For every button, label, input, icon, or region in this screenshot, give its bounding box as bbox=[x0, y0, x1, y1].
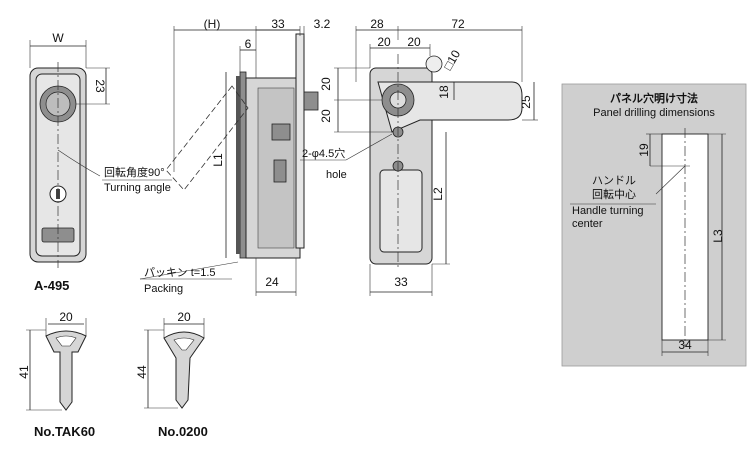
panel-center-en2: center bbox=[572, 218, 603, 230]
rear-18-dim: 18 bbox=[437, 85, 451, 99]
hole-label-en: hole bbox=[326, 169, 347, 181]
rear-25-dim: 25 bbox=[519, 95, 533, 109]
rear-view: 28 72 20 20 □10 20 20 18 25 L2 33 2-φ4.5… bbox=[300, 17, 538, 296]
key-tak60-caption: No.TAK60 bbox=[34, 424, 95, 439]
side-3-2-dim: 3.2 bbox=[314, 17, 331, 31]
panel-center-jp1: ハンドル bbox=[592, 175, 636, 187]
hole-label-jp: 2-φ4.5穴 bbox=[302, 146, 345, 160]
front-width-dim: W bbox=[52, 31, 64, 45]
side-packing bbox=[236, 76, 240, 254]
panel-center-en1: Handle turning bbox=[572, 205, 644, 217]
main-model-caption: A-495 bbox=[34, 278, 69, 293]
side-flange bbox=[295, 33, 305, 249]
key-0200-shape bbox=[163, 331, 205, 409]
panel-title-jp: パネル穴明け寸法 bbox=[610, 91, 698, 105]
panel-34-dim: 34 bbox=[678, 338, 692, 352]
key-tak60-length: 41 bbox=[17, 365, 31, 379]
key-0200-width: 20 bbox=[177, 310, 191, 324]
rear-20b-dim: 20 bbox=[407, 35, 421, 49]
key-0200-caption: No.0200 bbox=[158, 424, 208, 439]
panel-center-jp2: 回転中心 bbox=[592, 188, 636, 201]
rear-33-dim: 33 bbox=[394, 275, 408, 289]
rear-lever-arm bbox=[377, 81, 523, 133]
front-view: W 23 回転角度90° Turning angle A-495 bbox=[29, 31, 172, 293]
side-panel-plate bbox=[239, 71, 247, 259]
side-h-dim: (H) bbox=[204, 17, 221, 31]
key-0200: 20 44 No.0200 bbox=[135, 310, 208, 439]
rear-20d-dim: 20 bbox=[319, 109, 333, 123]
panel-drilling-box: パネル穴明け寸法 Panel drilling dimensions 19 L3… bbox=[561, 83, 747, 367]
rear-pocket bbox=[379, 169, 423, 253]
rear-28-dim: 28 bbox=[370, 17, 384, 31]
packing-label-jp: パッキン t=1.5 bbox=[144, 266, 216, 279]
side-screw bbox=[271, 123, 291, 141]
packing-label-en: Packing bbox=[144, 283, 183, 295]
key-tak60-width: 20 bbox=[59, 310, 73, 324]
rear-20c-dim: 20 bbox=[319, 77, 333, 91]
key-tak60: 20 41 No.TAK60 bbox=[17, 310, 95, 439]
side-handle-rotated bbox=[165, 85, 249, 191]
rear-l2-dim: L2 bbox=[431, 187, 445, 201]
rear-10-dim: □10 bbox=[441, 47, 464, 72]
side-nut bbox=[303, 91, 319, 111]
rotation-label-jp: 回転角度90° bbox=[104, 165, 165, 179]
front-23-dim: 23 bbox=[93, 79, 107, 93]
side-24-dim: 24 bbox=[265, 275, 279, 289]
panel-title-en: Panel drilling dimensions bbox=[593, 107, 715, 119]
rear-72-dim: 72 bbox=[451, 17, 465, 31]
side-l1-dim: L1 bbox=[211, 153, 225, 167]
side-33-dim: 33 bbox=[271, 17, 285, 31]
key-0200-length: 44 bbox=[135, 365, 149, 379]
panel-l3-dim: L3 bbox=[711, 229, 725, 243]
panel-box-bg bbox=[561, 83, 747, 367]
side-6-dim: 6 bbox=[245, 37, 252, 51]
side-view: (H) 33 3.2 6 L1 24 パッキン t=1.5 Packing bbox=[139, 17, 331, 296]
rotation-label-en: Turning angle bbox=[104, 182, 171, 194]
rear-20a-dim: 20 bbox=[377, 35, 391, 49]
panel-19-dim: 19 bbox=[637, 143, 651, 157]
